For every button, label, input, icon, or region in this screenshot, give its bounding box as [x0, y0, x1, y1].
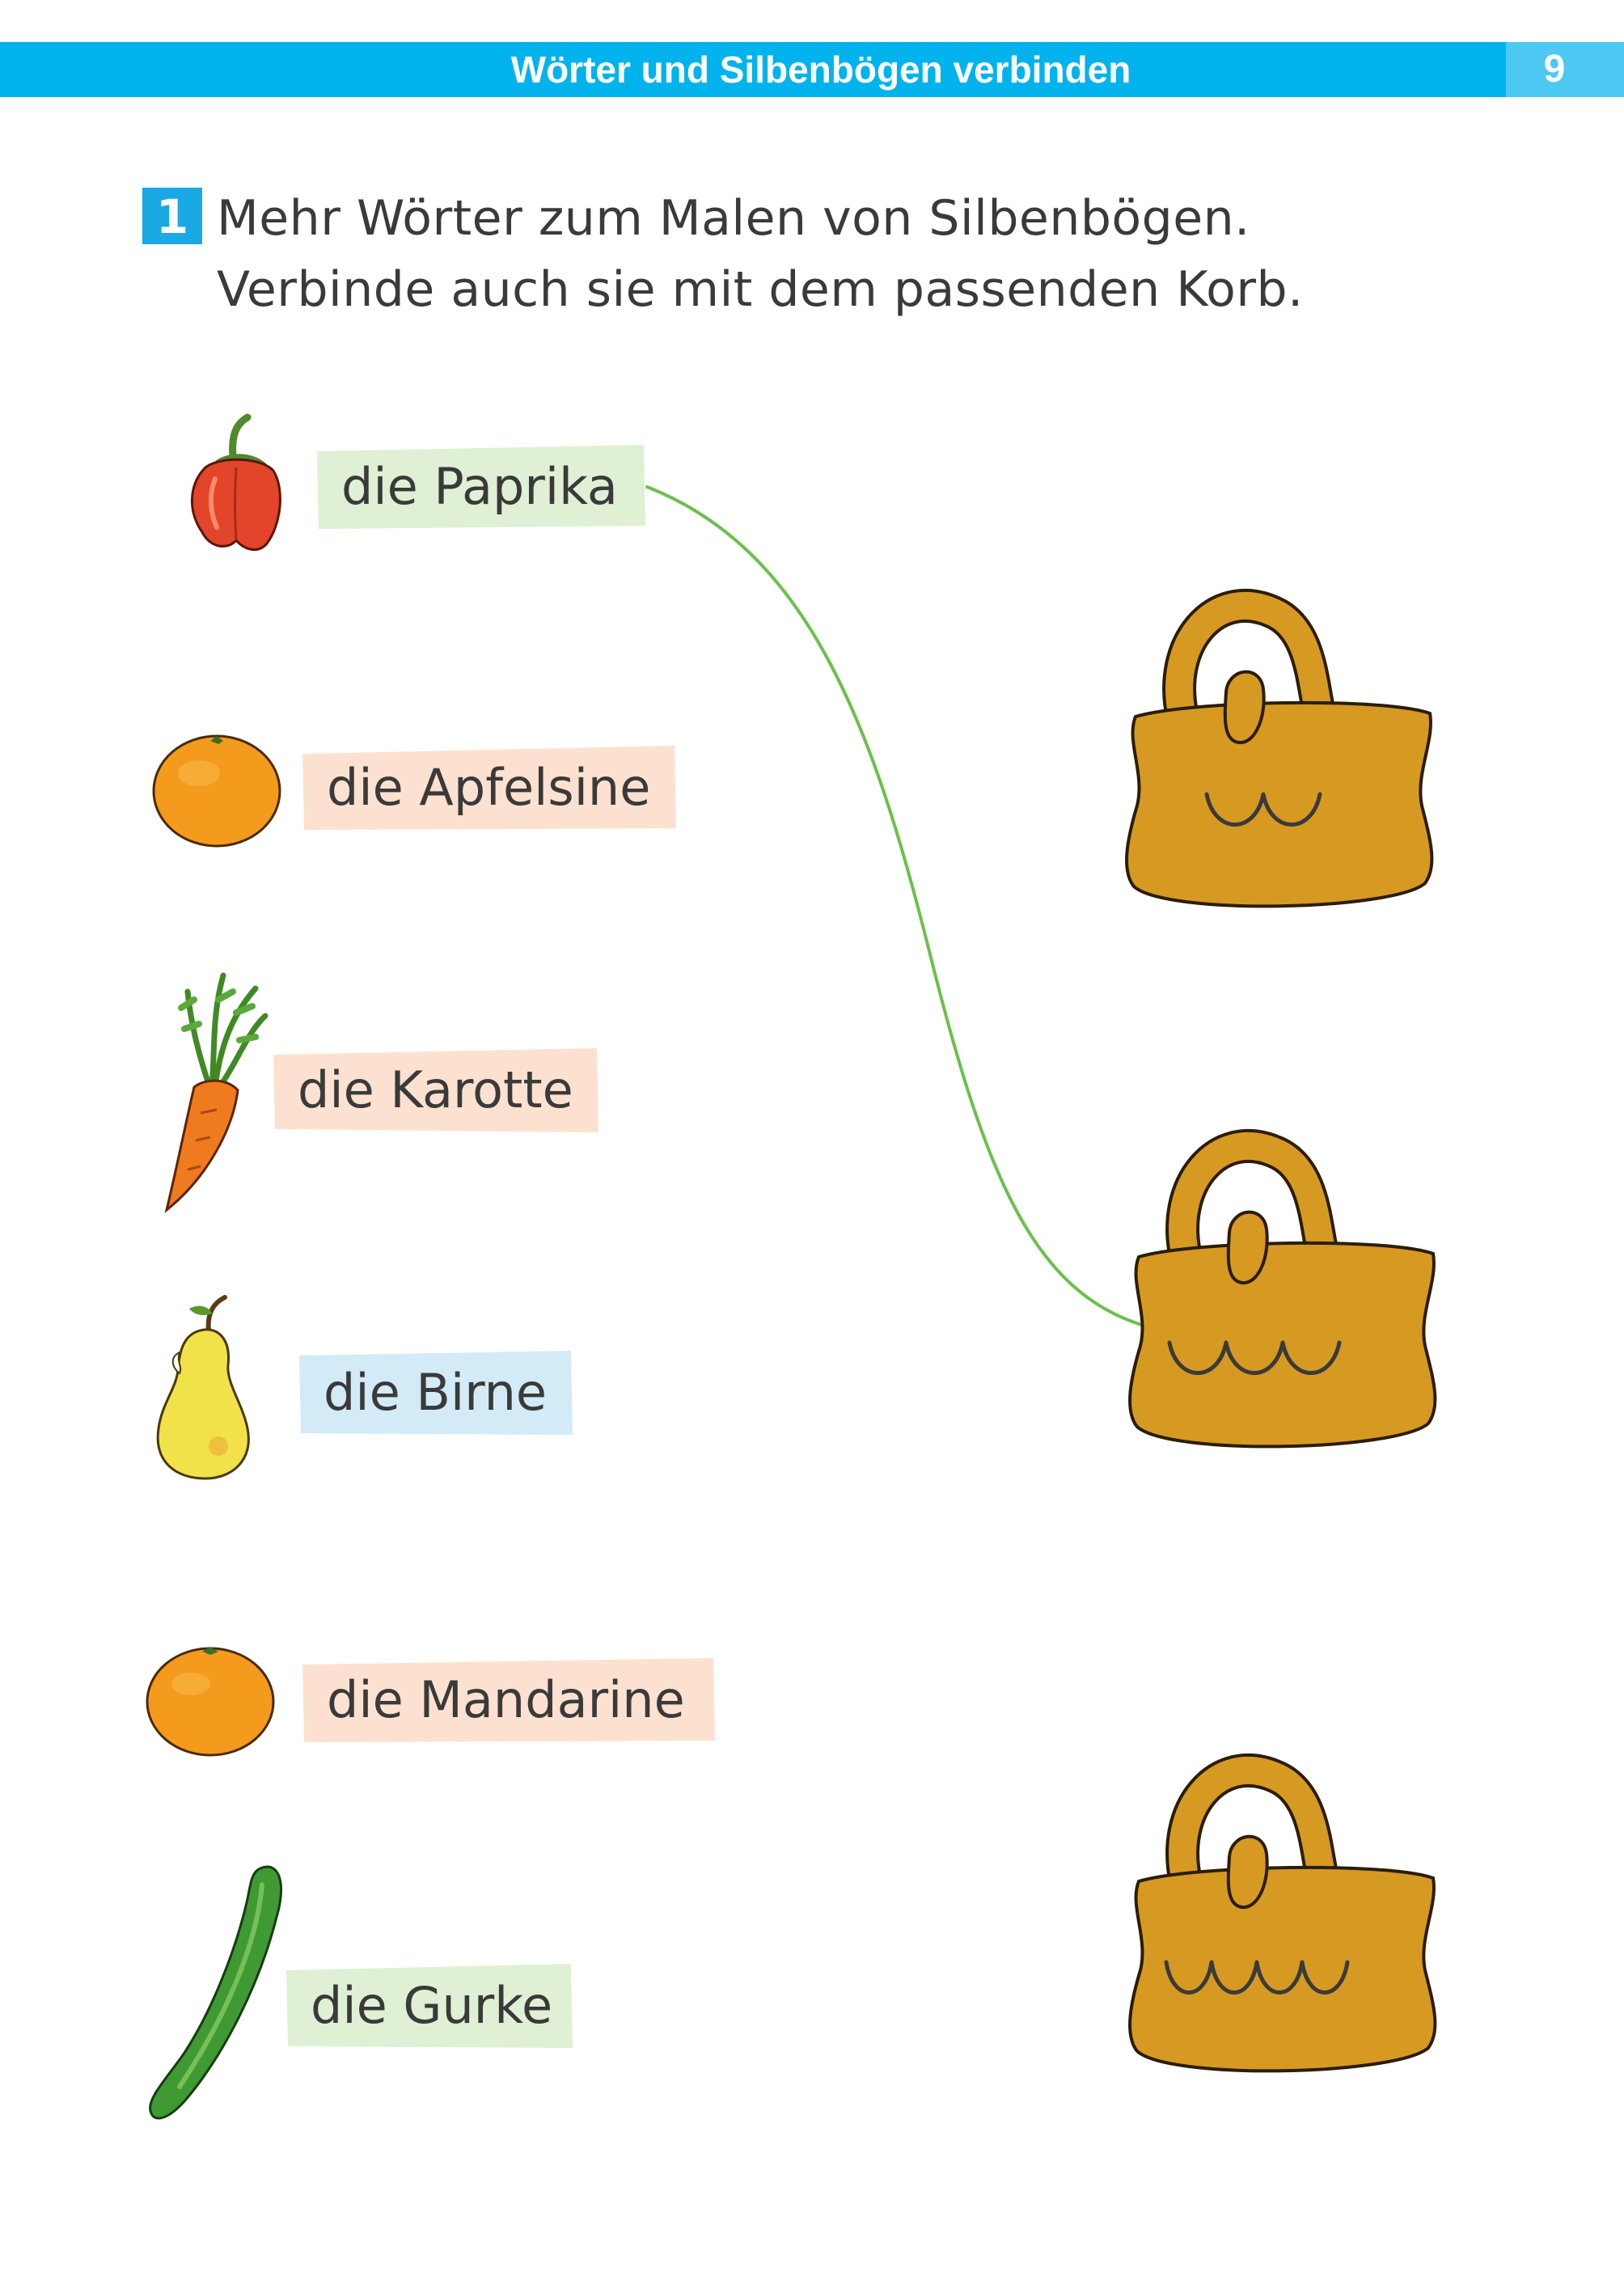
basket-1[interactable] [1118, 589, 1441, 920]
header-bar [0, 42, 1520, 97]
word-label-paprika[interactable]: die Paprika [317, 445, 645, 529]
word-label-karotte[interactable]: die Karotte [273, 1048, 598, 1132]
label-bg-shape [302, 746, 676, 830]
label-background [317, 445, 645, 529]
word-text: die Karotte [298, 1060, 573, 1119]
basket-handle [1165, 1754, 1340, 1898]
word-text: die Paprika [341, 457, 618, 516]
basket-body [1128, 1865, 1437, 2073]
basket-2[interactable] [1121, 1129, 1444, 1459]
word-label-apfelsine[interactable]: die Apfelsine [302, 746, 676, 830]
syllable-arcs [1167, 1340, 1342, 1375]
basket-flap [1223, 670, 1266, 744]
label-bg-shape [317, 445, 645, 529]
carrot-icon [164, 972, 269, 1213]
word-label-birne[interactable]: die Birne [299, 1351, 573, 1435]
bell-pepper-icon [191, 413, 281, 552]
instruction-line-2: Verbinde auch sie mit dem passenden Korb… [217, 261, 1304, 318]
instruction-line-1: Mehr Wörter zum Malen von Silbenbögen. [217, 190, 1250, 247]
page-number: 9 [1543, 48, 1566, 91]
label-bg-shape [273, 1048, 598, 1132]
label-bg-shape [302, 1658, 715, 1742]
word-label-gurke[interactable]: die Gurke [286, 1964, 573, 2048]
basket-body [1125, 700, 1434, 908]
word-text: die Gurke [311, 1976, 553, 2035]
label-bg-shape [299, 1351, 573, 1435]
mandarin-icon [146, 1647, 275, 1757]
label-background [302, 746, 676, 830]
basket-flap [1226, 1834, 1269, 1909]
word-text: die Apfelsine [327, 758, 651, 817]
word-text: die Mandarine [327, 1670, 685, 1729]
label-background [273, 1048, 598, 1132]
syllable-arcs [1204, 792, 1322, 827]
word-label-mandarine[interactable]: die Mandarine [302, 1658, 715, 1742]
cucumber-icon [149, 1865, 283, 2120]
label-bg-shape [286, 1964, 573, 2048]
task-instruction: Mehr Wörter zum Malen von Silbenbögen. V… [217, 183, 1304, 325]
label-background [286, 1964, 573, 2048]
basket-flap [1226, 1210, 1269, 1284]
basket-handle [1162, 589, 1337, 734]
pear-icon [156, 1295, 250, 1480]
task-number-badge: 1 [142, 188, 202, 244]
basket-3[interactable] [1121, 1754, 1444, 2084]
basket-handle [1165, 1129, 1340, 1274]
label-background [302, 1658, 715, 1742]
word-text: die Birne [324, 1363, 548, 1422]
page-number-box [1506, 42, 1624, 97]
label-background [299, 1351, 573, 1435]
orange-icon [152, 734, 281, 848]
header-title: Wörter und Silbenbögen verbinden [510, 49, 1131, 91]
syllable-arcs [1164, 1960, 1350, 1995]
